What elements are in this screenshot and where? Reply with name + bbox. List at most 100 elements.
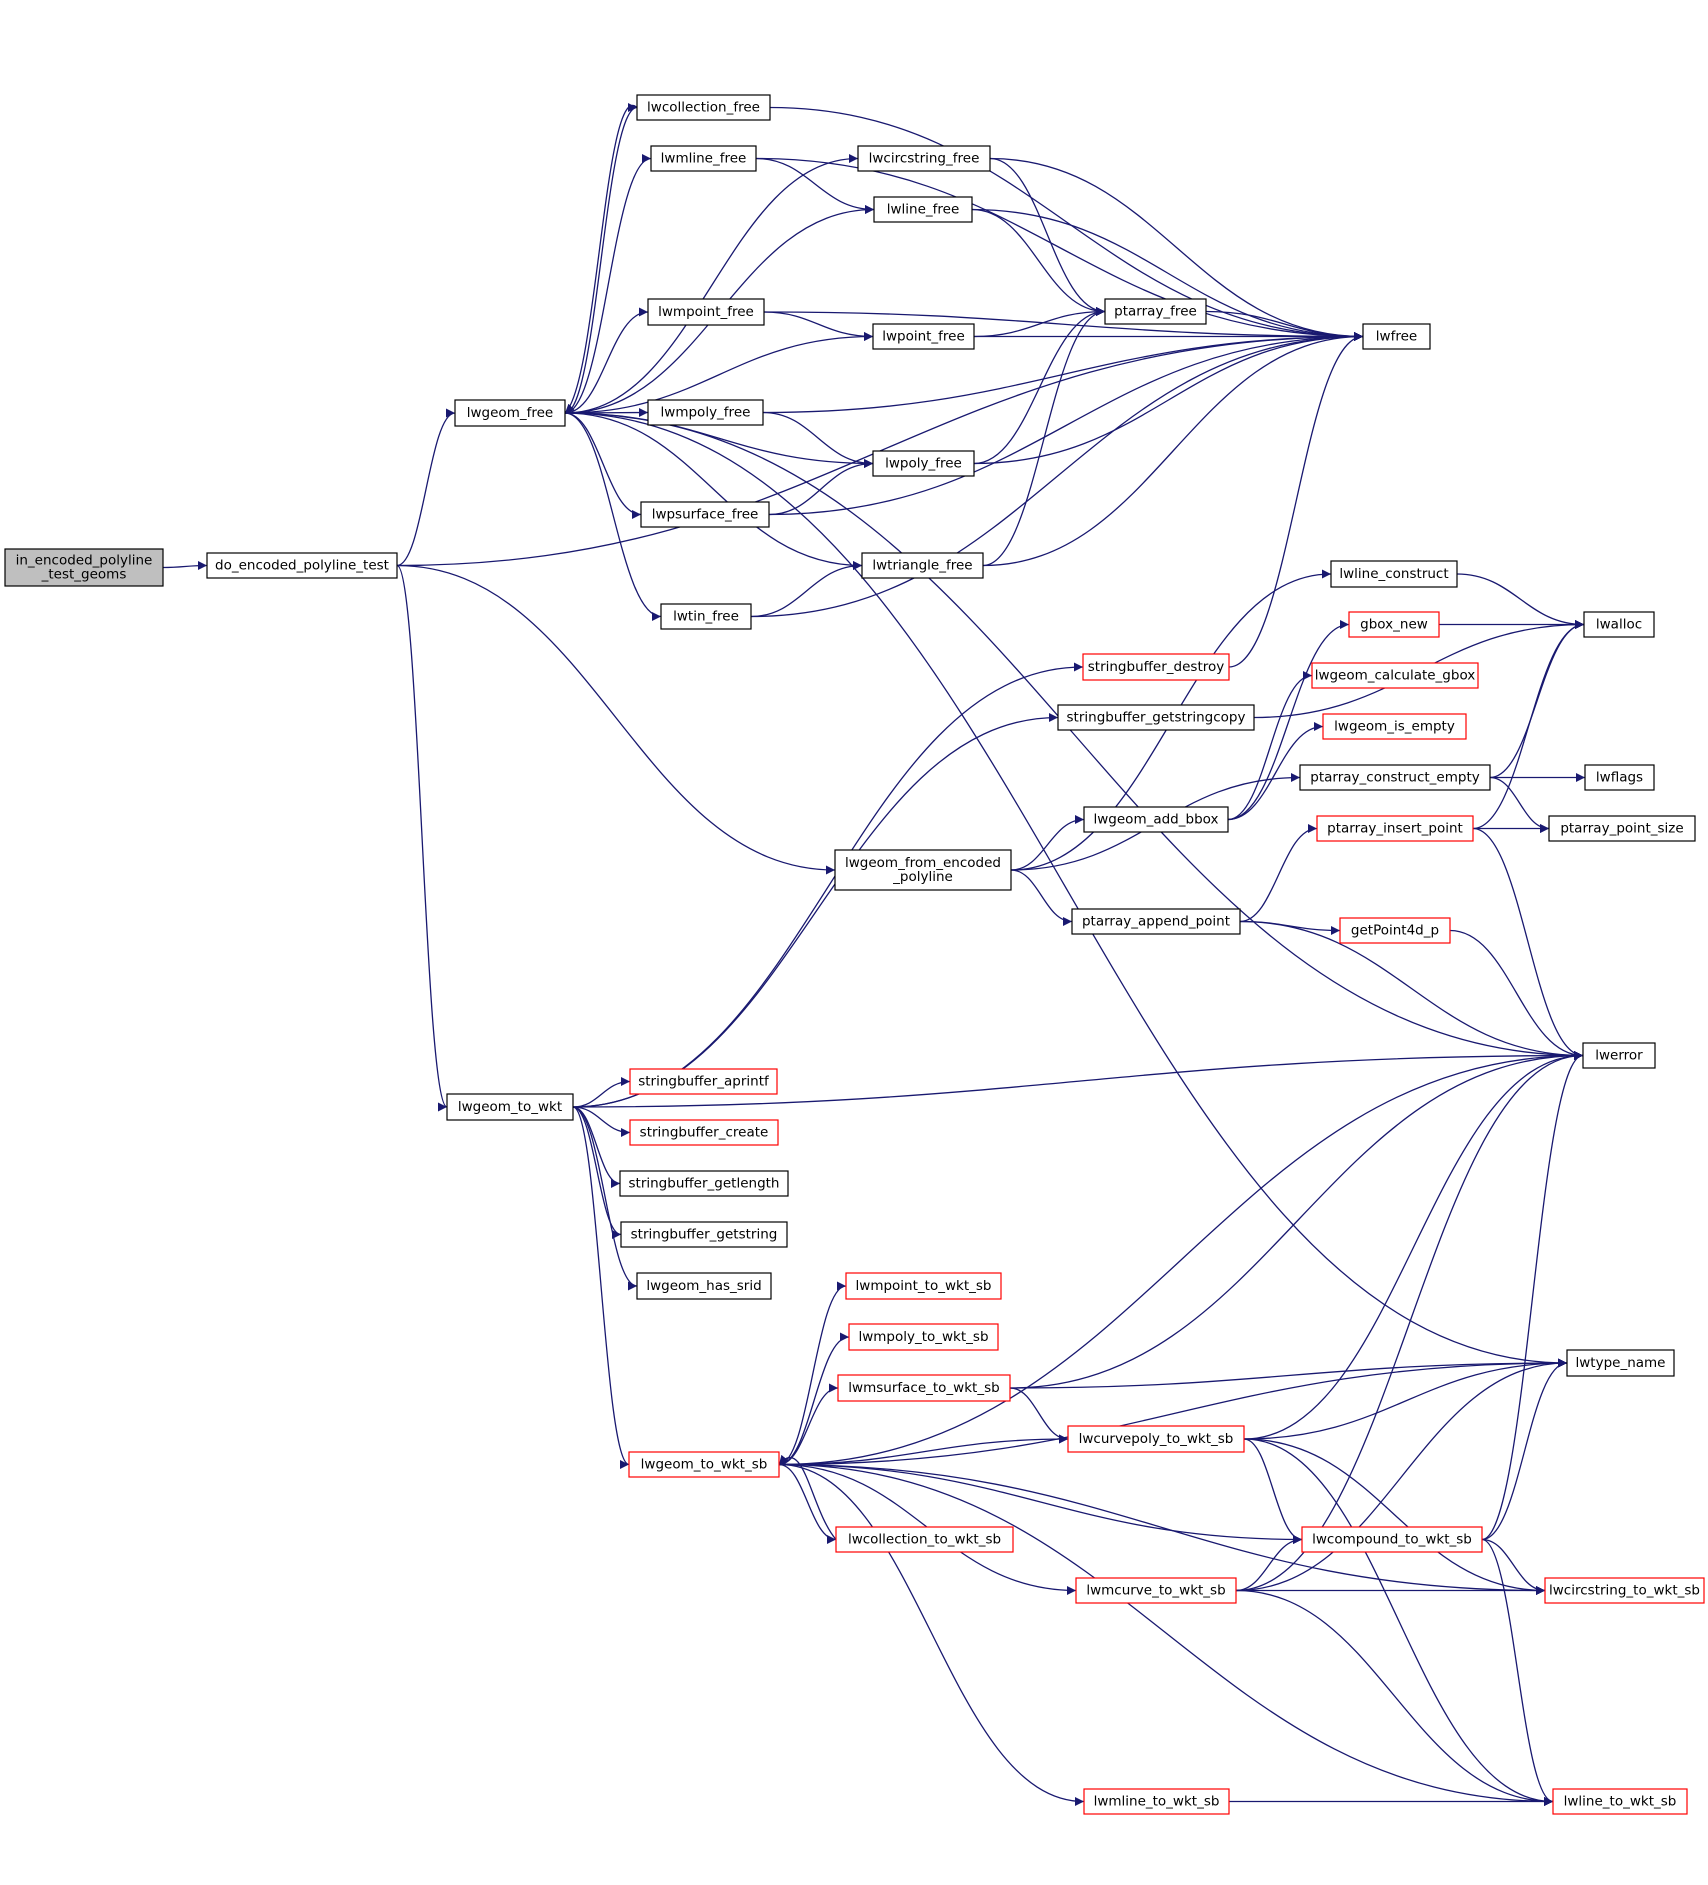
node-lwmcurve-to-wkt-sb[interactable]: lwmcurve_to_wkt_sb bbox=[1075, 1577, 1237, 1604]
node-lwgeom-has-srid[interactable]: lwgeom_has_srid bbox=[636, 1272, 772, 1300]
node-lwcollection-free[interactable]: lwcollection_free bbox=[636, 94, 771, 121]
node-box[interactable] bbox=[1330, 560, 1458, 588]
node-lwline-construct[interactable]: lwline_construct bbox=[1330, 560, 1458, 588]
node-box[interactable] bbox=[857, 145, 991, 172]
node-box[interactable] bbox=[835, 1526, 1014, 1553]
node-box[interactable] bbox=[1544, 1577, 1705, 1604]
node-sb-getstringcopy[interactable]: stringbuffer_getstringcopy bbox=[1057, 704, 1255, 731]
node-lwmpoint-free[interactable]: lwmpoint_free bbox=[647, 298, 765, 326]
node-box[interactable] bbox=[837, 1374, 1011, 1402]
node-lwmpoint-to-wkt-sb[interactable]: lwmpoint_to_wkt_sb bbox=[845, 1272, 1002, 1300]
node-ptarray-append-point[interactable]: ptarray_append_point bbox=[1071, 908, 1241, 935]
node-box[interactable] bbox=[1582, 1042, 1656, 1069]
node-lwtriangle-free[interactable]: lwtriangle_free bbox=[861, 552, 984, 579]
node-box[interactable] bbox=[647, 399, 764, 426]
node-lwgeom-is-empty[interactable]: lwgeom_is_empty bbox=[1322, 713, 1467, 740]
node-box[interactable] bbox=[650, 145, 757, 172]
node-box[interactable] bbox=[1583, 611, 1655, 638]
node-lwcompound-to-wkt-sb[interactable]: lwcompound_to_wkt_sb bbox=[1301, 1526, 1483, 1553]
node-lwgeom-free[interactable]: lwgeom_free bbox=[454, 399, 566, 427]
node-root[interactable]: in_encoded_polyline_test_geoms bbox=[4, 548, 164, 587]
node-box[interactable] bbox=[1057, 704, 1255, 731]
node-box[interactable] bbox=[872, 323, 975, 350]
node-box[interactable] bbox=[1584, 764, 1655, 791]
node-sb-aprintf[interactable]: stringbuffer_aprintf bbox=[629, 1068, 778, 1095]
node-getPoint4d-p[interactable]: getPoint4d_p bbox=[1339, 917, 1451, 944]
node-lwtype-name[interactable]: lwtype_name bbox=[1566, 1349, 1675, 1377]
node-box[interactable] bbox=[454, 399, 566, 427]
node-box[interactable] bbox=[872, 450, 975, 477]
node-ptarray-insert-point[interactable]: ptarray_insert_point bbox=[1316, 815, 1474, 842]
node-box[interactable] bbox=[1316, 815, 1474, 842]
node-lwcollection-to-wkt-sb[interactable]: lwcollection_to_wkt_sb bbox=[835, 1526, 1014, 1553]
node-box[interactable] bbox=[636, 94, 771, 121]
node-box[interactable] bbox=[1552, 1788, 1688, 1815]
node-lwmline-to-wkt-sb[interactable]: lwmline_to_wkt_sb bbox=[1083, 1788, 1230, 1815]
node-sb-create[interactable]: stringbuffer_create bbox=[629, 1119, 779, 1146]
node-lwgeom-add-bbox[interactable]: lwgeom_add_bbox bbox=[1083, 806, 1229, 833]
node-sb-getstring[interactable]: stringbuffer_getstring bbox=[620, 1221, 788, 1248]
node-box[interactable] bbox=[861, 552, 984, 579]
node-lwmpoly-to-wkt-sb[interactable]: lwmpoly_to_wkt_sb bbox=[848, 1323, 999, 1351]
node-box[interactable] bbox=[1362, 323, 1431, 350]
node-box[interactable] bbox=[446, 1093, 574, 1121]
node-lwpsurface-free[interactable]: lwpsurface_free bbox=[640, 501, 770, 528]
node-box[interactable] bbox=[206, 552, 398, 579]
node-lwpoint-free[interactable]: lwpoint_free bbox=[872, 323, 975, 350]
node-box[interactable] bbox=[619, 1170, 789, 1197]
node-lwmpoly-free[interactable]: lwmpoly_free bbox=[647, 399, 764, 426]
node-lwmsurface-to-wkt-sb[interactable]: lwmsurface_to_wkt_sb bbox=[837, 1374, 1011, 1402]
node-lwcircstring-free[interactable]: lwcircstring_free bbox=[857, 145, 991, 172]
node-box[interactable] bbox=[1566, 1349, 1675, 1377]
node-box[interactable] bbox=[647, 298, 765, 326]
node-box[interactable] bbox=[1082, 653, 1230, 681]
node-box[interactable] bbox=[628, 1451, 780, 1478]
node-box[interactable] bbox=[636, 1272, 772, 1300]
node-box[interactable] bbox=[640, 501, 770, 528]
node-box[interactable] bbox=[4, 548, 164, 587]
node-box[interactable] bbox=[629, 1068, 778, 1095]
node-box[interactable] bbox=[629, 1119, 779, 1146]
node-gbox-new[interactable]: gbox_new bbox=[1348, 611, 1440, 638]
node-lwcircstring-to-wkt-sb[interactable]: lwcircstring_to_wkt_sb bbox=[1544, 1577, 1705, 1604]
node-box[interactable] bbox=[1348, 611, 1440, 638]
node-box[interactable] bbox=[1071, 908, 1241, 935]
node-lwgeom-to-wkt-sb[interactable]: lwgeom_to_wkt_sb bbox=[628, 1451, 780, 1478]
node-sb-getlength[interactable]: stringbuffer_getlength bbox=[619, 1170, 789, 1197]
node-lwgeom-calc-gbox[interactable]: lwgeom_calculate_gbox bbox=[1311, 662, 1479, 689]
node-lwcurvepoly-to-wkt-sb[interactable]: lwcurvepoly_to_wkt_sb bbox=[1067, 1425, 1245, 1453]
node-box[interactable] bbox=[1299, 764, 1491, 791]
node-ptarray-construct-empty[interactable]: ptarray_construct_empty bbox=[1299, 764, 1491, 791]
node-box[interactable] bbox=[1075, 1577, 1237, 1604]
node-lwflags[interactable]: lwflags bbox=[1584, 764, 1655, 791]
node-lwline-free[interactable]: lwline_free bbox=[873, 196, 973, 223]
node-box[interactable] bbox=[1339, 917, 1451, 944]
node-box[interactable] bbox=[1067, 1425, 1245, 1453]
node-do-test[interactable]: do_encoded_polyline_test bbox=[206, 552, 398, 579]
node-box[interactable] bbox=[834, 849, 1012, 891]
node-box[interactable] bbox=[845, 1272, 1002, 1300]
node-lwalloc[interactable]: lwalloc bbox=[1583, 611, 1655, 638]
node-box[interactable] bbox=[1083, 1788, 1230, 1815]
node-box[interactable] bbox=[1322, 713, 1467, 740]
node-box[interactable] bbox=[1104, 298, 1207, 325]
node-lwerror[interactable]: lwerror bbox=[1582, 1042, 1656, 1069]
node-box[interactable] bbox=[1548, 815, 1696, 842]
node-ptarray-free[interactable]: ptarray_free bbox=[1104, 298, 1207, 325]
node-box[interactable] bbox=[1311, 662, 1479, 689]
node-box[interactable] bbox=[660, 603, 752, 630]
node-lwline-to-wkt-sb[interactable]: lwline_to_wkt_sb bbox=[1552, 1788, 1688, 1815]
node-lwfree[interactable]: lwfree bbox=[1362, 323, 1431, 350]
node-lwgeom-from-encoded[interactable]: lwgeom_from_encoded_polyline bbox=[834, 849, 1012, 891]
node-box[interactable] bbox=[848, 1323, 999, 1351]
node-ptarray-point-size[interactable]: ptarray_point_size bbox=[1548, 815, 1696, 842]
node-lwtin-free[interactable]: lwtin_free bbox=[660, 603, 752, 630]
node-lwmline-free[interactable]: lwmline_free bbox=[650, 145, 757, 172]
node-box[interactable] bbox=[1301, 1526, 1483, 1553]
node-sb-destroy[interactable]: stringbuffer_destroy bbox=[1082, 653, 1230, 681]
node-lwgeom-to-wkt[interactable]: lwgeom_to_wkt bbox=[446, 1093, 574, 1121]
node-box[interactable] bbox=[873, 196, 973, 223]
node-box[interactable] bbox=[1083, 806, 1229, 833]
node-lwpoly-free[interactable]: lwpoly_free bbox=[872, 450, 975, 477]
node-box[interactable] bbox=[620, 1221, 788, 1248]
